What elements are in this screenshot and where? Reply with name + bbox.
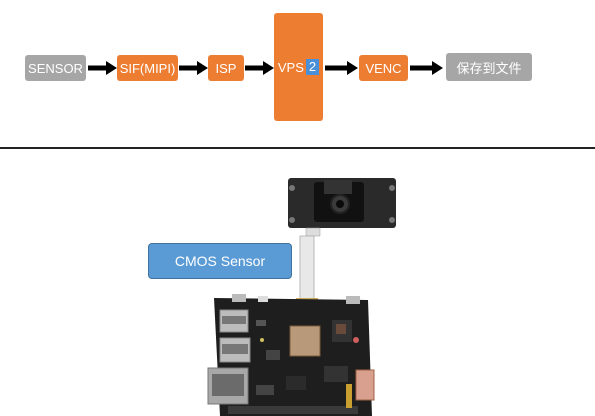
sensor-label: SENSOR <box>28 60 83 76</box>
arrow-sensor-sif <box>88 61 117 75</box>
arrow-isp-vps <box>245 61 274 75</box>
sensor-box: SENSOR <box>25 55 86 81</box>
arrow-venc-save <box>410 61 443 75</box>
vps-badge: 2 <box>305 59 320 75</box>
hdmi-port <box>355 369 375 401</box>
board-photo <box>207 178 396 416</box>
arrow-vps-venc <box>325 61 358 75</box>
sif-box: SIF(MIPI) <box>117 55 178 81</box>
venc-box: VENC <box>359 55 408 81</box>
venc-label: VENC <box>365 60 402 76</box>
isp-box: ISP <box>208 55 244 81</box>
cmos-sensor-label: CMOS Sensor <box>174 253 266 269</box>
vps-label: VPS <box>277 59 304 75</box>
arrow-sif-isp <box>179 61 208 75</box>
save-box: 保存到文件 <box>446 53 532 81</box>
ribbon-cable <box>305 227 321 237</box>
cmos-sensor-callout: CMOS Sensor <box>148 243 292 279</box>
save-label: 保存到文件 <box>456 60 522 76</box>
soc-chip <box>289 325 321 357</box>
sif-label: SIF(MIPI) <box>119 60 176 76</box>
isp-label: ISP <box>215 60 237 76</box>
section-divider <box>0 147 595 149</box>
